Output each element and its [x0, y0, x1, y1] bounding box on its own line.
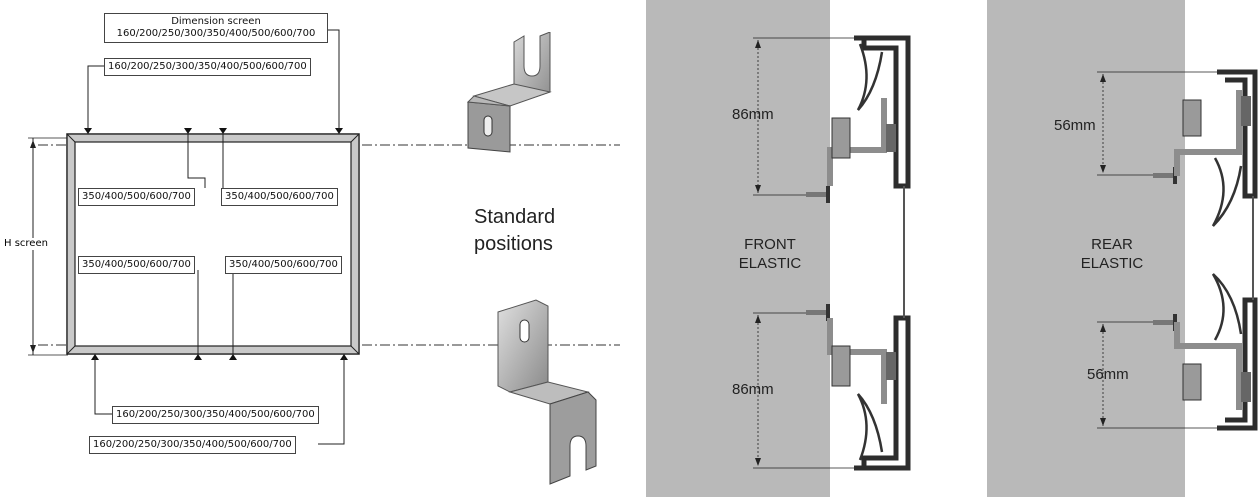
rear-elastic-title-line1: REAR — [1091, 236, 1133, 253]
standard-caption-line1: Standard — [474, 206, 556, 228]
rear-elastic-wall — [987, 0, 1185, 497]
inner-top-right-values-label: 350/400/500/600/700 — [221, 188, 338, 206]
rear-elastic-section — [1097, 69, 1258, 431]
dimension-screen-values: 160/200/250/300/350/400/500/600/700 — [116, 28, 316, 39]
front-elastic-wall — [646, 0, 830, 497]
front-elastic-title: FRONT ELASTIC — [738, 235, 802, 273]
inner-bottom-left-values-label: 350/400/500/600/700 — [78, 256, 195, 274]
top-attachment-values-label: 160/200/250/300/350/400/500/600/700 — [104, 58, 311, 76]
rear-elastic-title: REAR ELASTIC — [1080, 235, 1144, 273]
standard-caption-line2: positions — [474, 233, 553, 255]
front-elastic-section — [753, 35, 911, 471]
inner-bottom-right-values-label: 350/400/500/600/700 — [225, 256, 342, 274]
rear-top-distance: 56mm — [1054, 117, 1096, 134]
front-top-distance: 86mm — [732, 106, 774, 123]
rear-bottom-distance: 56mm — [1087, 366, 1129, 383]
bracket-top-illustration — [466, 32, 552, 153]
bracket-bottom-illustration — [497, 299, 597, 485]
dimension-screen-bottom-values-label: 160/200/250/300/350/400/500/600/700 — [89, 436, 296, 454]
h-screen-label: H screen — [4, 238, 48, 250]
rear-elastic-title-line2: ELASTIC — [1080, 255, 1144, 272]
front-elastic-title-line2: ELASTIC — [738, 255, 802, 272]
bottom-attachment-values-label: 160/200/250/300/350/400/500/600/700 — [112, 406, 319, 424]
front-bottom-distance: 86mm — [732, 381, 774, 398]
dimension-screen-title: Dimension screen — [171, 16, 261, 27]
front-elastic-title-line1: FRONT — [744, 236, 796, 253]
inner-top-left-values-label: 350/400/500/600/700 — [78, 188, 195, 206]
dimension-screen-label: Dimension screen 160/200/250/300/350/400… — [104, 13, 328, 43]
standard-positions-caption: Standard positions — [474, 204, 555, 258]
